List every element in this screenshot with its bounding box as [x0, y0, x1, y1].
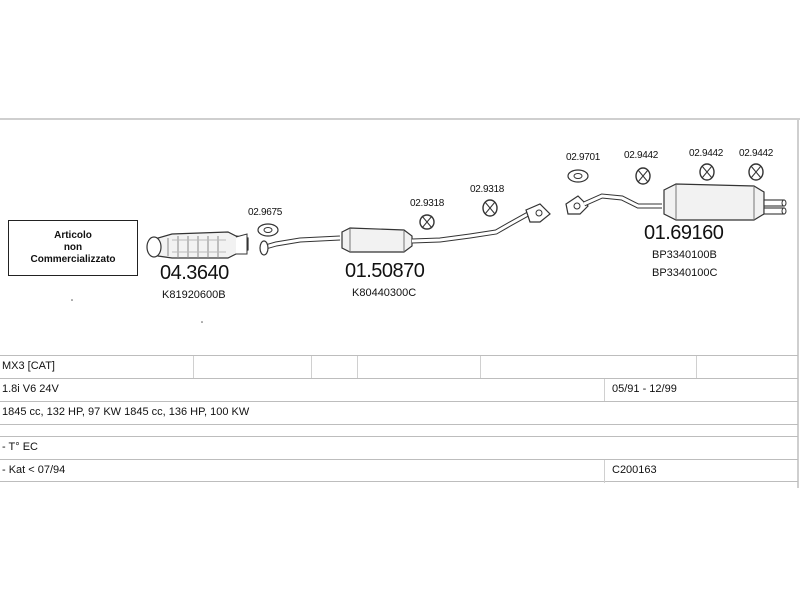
part-ref-rear-1: BP3340100B [652, 249, 717, 261]
part-number-rear: 01.69160 [644, 222, 724, 244]
diagram-right-border [797, 118, 799, 488]
catalog-code: C200163 [612, 464, 657, 476]
clamp-number: 02.9701 [566, 152, 601, 163]
hanger-02-9318-b[interactable] [482, 199, 498, 217]
spec-row-kat: - Kat < 07/94 C200163 [0, 459, 798, 483]
hanger-02-9442-c[interactable] [748, 163, 764, 181]
spec-row-engine: 1.8i V6 24V 05/91 - 12/99 [0, 378, 798, 402]
hanger-02-9442-a[interactable] [635, 167, 651, 185]
kat-label: - Kat < 07/94 [2, 464, 66, 476]
diagram-top-border [0, 118, 800, 120]
part-number-mid: 01.50870 [345, 260, 425, 282]
rear-silencer-01-69160[interactable] [565, 183, 787, 221]
part-number-cat: 04.3640 [160, 262, 229, 284]
spec-row-model: MX3 [CAT] [0, 355, 798, 379]
clamp-number: 02.9318 [410, 198, 445, 209]
part-ref-mid: K80440300C [352, 287, 417, 299]
gasket-02-9701[interactable] [567, 169, 589, 183]
clamp-number: 02.9442 [689, 148, 724, 159]
type-label: - T° EC [2, 441, 38, 453]
speck [71, 299, 73, 301]
middle-silencer-01-50870[interactable] [259, 203, 551, 256]
hanger-02-9318-a[interactable] [419, 214, 435, 230]
not-commercialized-notice: Articolo non Commercializzato [8, 220, 138, 276]
part-ref-rear-2: BP3340100C [652, 267, 718, 279]
spec-row-power: 1845 cc, 132 HP, 97 KW 1845 cc, 136 HP, … [0, 401, 798, 424]
gasket-02-9675[interactable] [257, 223, 279, 237]
catalytic-converter-04-3640[interactable] [146, 231, 249, 259]
speck [201, 321, 203, 323]
model-label: MX3 [CAT] [2, 360, 55, 372]
spec-row-type: - T° EC [0, 436, 798, 459]
clamp-number: 02.9318 [470, 184, 505, 195]
clamp-number: 02.9442 [739, 148, 774, 159]
part-ref-cat: K81920600B [162, 289, 226, 301]
power-label: 1845 cc, 132 HP, 97 KW 1845 cc, 136 HP, … [2, 406, 250, 418]
engine-label: 1.8i V6 24V [2, 383, 59, 395]
production-years: 05/91 - 12/99 [612, 383, 677, 395]
hanger-02-9442-b[interactable] [699, 163, 715, 181]
clamp-number: 02.9442 [624, 150, 659, 161]
clamp-number: 02.9675 [248, 207, 283, 218]
exhaust-diagram [71, 163, 787, 323]
spec-row-spacer [0, 424, 798, 436]
